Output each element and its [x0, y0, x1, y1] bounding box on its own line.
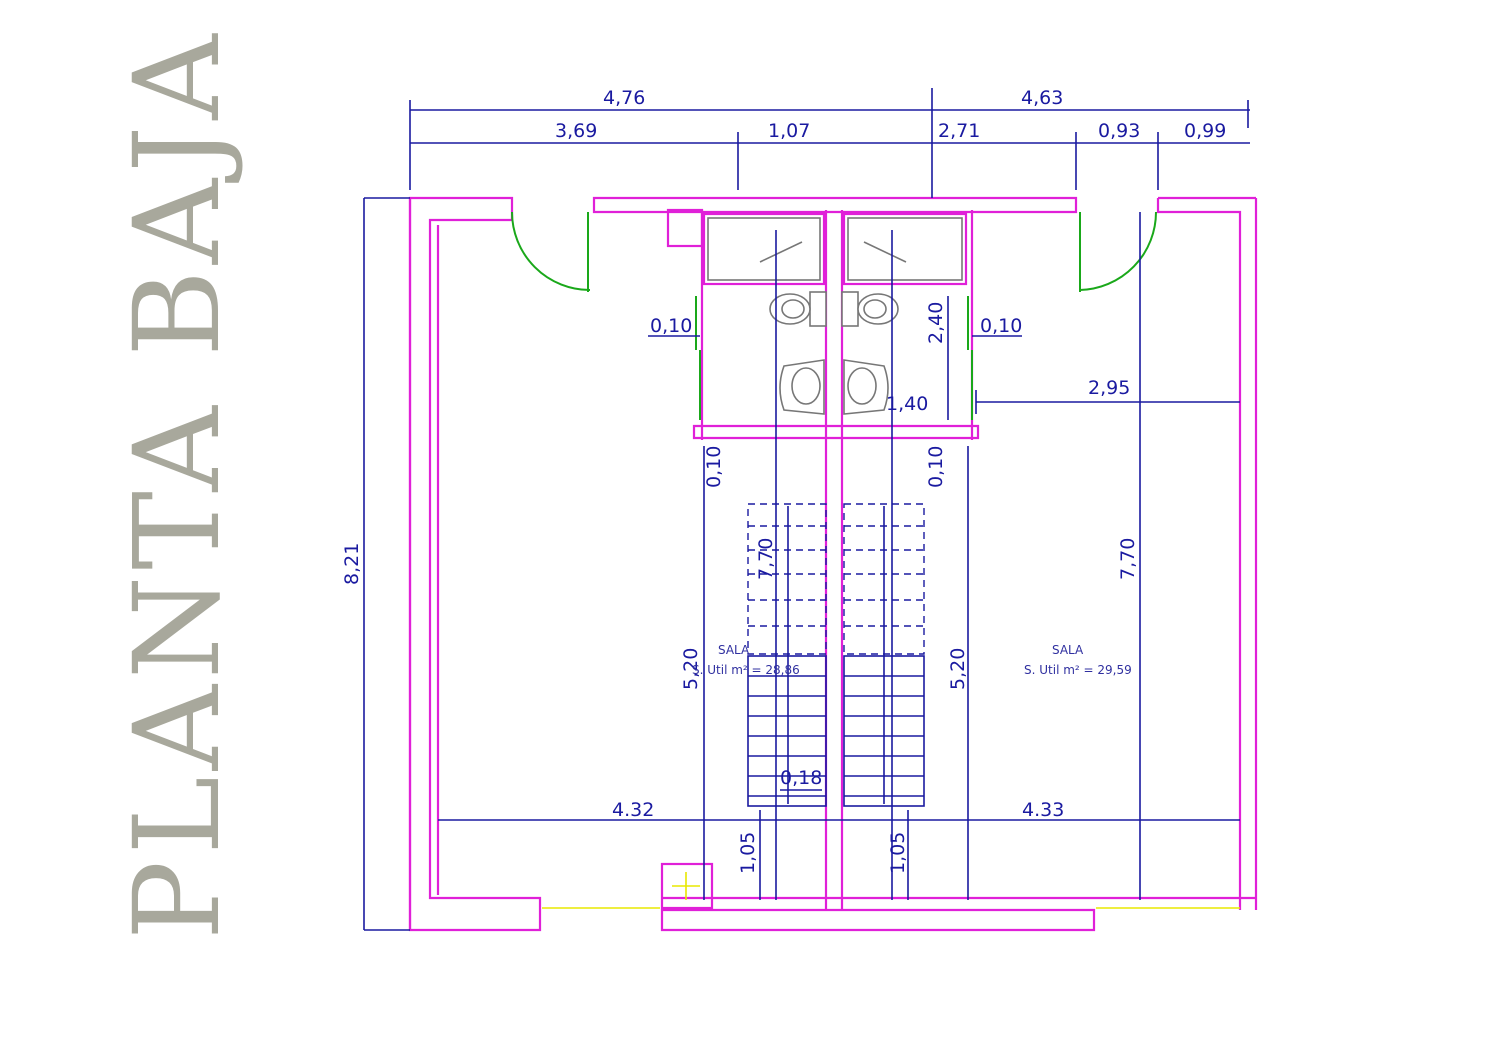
dim-left-vertical-wall: 0,10 — [703, 446, 725, 488]
dim-bottom-right-height: 1,05 — [887, 832, 909, 874]
room-left-area: S. Util m² = 28,86 — [692, 663, 800, 677]
dim-top-total-right: 4,63 — [1021, 87, 1063, 109]
dim-bottom-right-width: 4.33 — [1022, 799, 1064, 821]
dim-wall-right: 0,10 — [980, 315, 1022, 337]
dim-top-seg-2: 1,07 — [768, 120, 810, 142]
dimension-labels: 4,76 4,63 3,69 1,07 2,71 0,93 0,99 8,21 … — [341, 87, 1226, 874]
room-labels: SALA S. Util m² = 28,86 SALA S. Util m² … — [692, 643, 1132, 677]
room-left-name: SALA — [718, 643, 750, 657]
dim-top-seg-3: 2,71 — [938, 120, 980, 142]
room-right-area: S. Util m² = 29,59 — [1024, 663, 1132, 677]
dim-overall-height: 8,21 — [341, 543, 363, 585]
dim-bottom-left-width: 4.32 — [612, 799, 654, 821]
dimension-lines — [363, 88, 1250, 931]
dim-right-depth: 5,20 — [947, 648, 969, 690]
dim-left-depth: 5,20 — [680, 648, 702, 690]
dim-top-seg-1: 3,69 — [555, 120, 597, 142]
dim-right-room-height: 7,70 — [1117, 538, 1139, 580]
window-lines — [542, 872, 1240, 909]
dim-stair-gap: 0,18 — [780, 767, 822, 789]
dim-bath-height: 2,40 — [925, 302, 947, 344]
dim-top-seg-5: 0,99 — [1184, 120, 1226, 142]
shower-fixtures — [707, 217, 963, 281]
dim-bottom-left-height: 1,05 — [737, 832, 759, 874]
doors — [511, 211, 1157, 420]
dim-right-vertical-wall: 0,10 — [925, 446, 947, 488]
dim-top-total-left: 4,76 — [603, 87, 645, 109]
plan-title: PLANTA BAJA — [108, 28, 246, 940]
dim-top-seg-4: 0,93 — [1098, 120, 1140, 142]
stairs — [747, 503, 925, 807]
dim-right-room-width: 2,95 — [1088, 377, 1130, 399]
dim-bath-width: 1,40 — [886, 393, 928, 415]
dim-stair-left-height: 7,70 — [755, 538, 777, 580]
sanitary-fixtures — [769, 291, 899, 415]
dim-wall-left: 0,10 — [650, 315, 692, 337]
room-right-name: SALA — [1052, 643, 1084, 657]
